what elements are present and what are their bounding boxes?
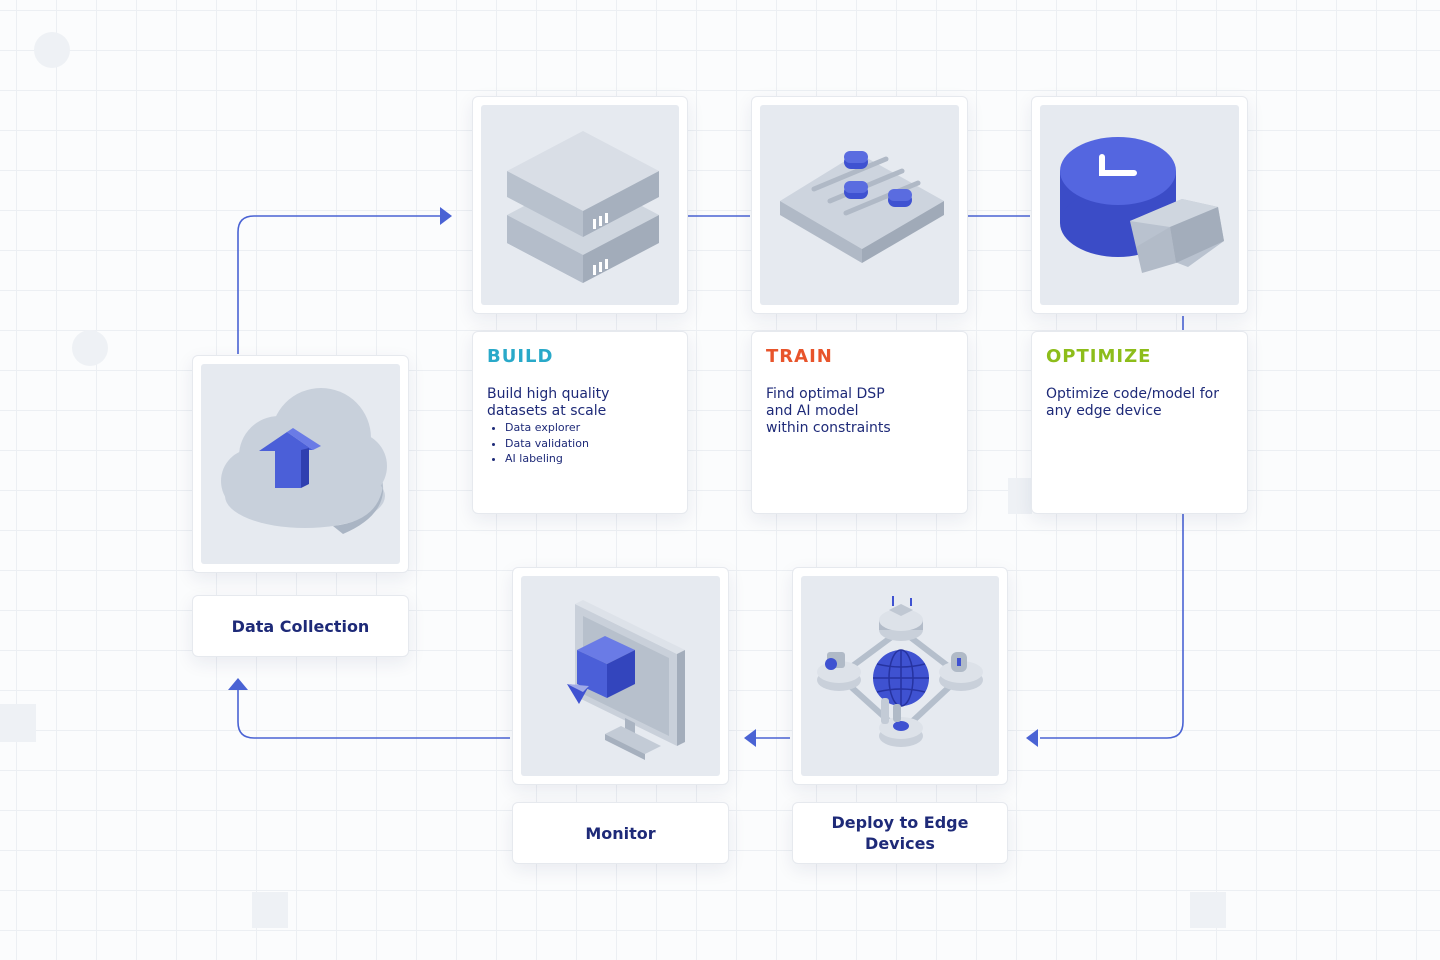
list-item: Data explorer	[505, 420, 589, 436]
data-collection-tile[interactable]	[192, 355, 409, 573]
build-tile[interactable]	[472, 96, 688, 314]
train-tile[interactable]	[751, 96, 968, 314]
step-label-text: Data Collection	[231, 616, 370, 636]
sliders-panel-icon	[780, 151, 944, 263]
monitor-tile[interactable]	[512, 567, 729, 785]
connector-collection-to-build	[237, 215, 444, 354]
connector-lines	[237, 215, 1184, 739]
step-deploy-label[interactable]: Deploy to Edge Devices	[792, 802, 1008, 864]
list-item: Data validation	[505, 436, 589, 452]
background-deco	[34, 32, 70, 68]
background-deco	[72, 330, 108, 366]
optimize-title: OPTIMIZE	[1046, 346, 1152, 367]
arrow-right-icon	[440, 207, 452, 225]
build-feature-list: Data explorer Data validation AI labelin…	[491, 420, 589, 467]
connector-monitor-to-collection	[237, 690, 510, 739]
build-title: BUILD	[487, 346, 554, 367]
background-deco	[1190, 892, 1226, 928]
background-deco	[1008, 478, 1032, 514]
train-description: Find optimal DSP and AI model within con…	[766, 386, 891, 436]
database-stack-icon	[507, 131, 659, 283]
monitor-cube-icon	[567, 600, 685, 760]
optimize-tile[interactable]	[1031, 96, 1248, 314]
build-info-card: BUILD Build high quality datasets at sca…	[472, 331, 688, 514]
deploy-tile[interactable]	[792, 567, 1008, 785]
background-deco	[0, 704, 36, 742]
step-data-collection-label[interactable]: Data Collection	[192, 595, 409, 657]
connector-arrowheads	[228, 207, 1038, 747]
globe-network-icon	[817, 596, 983, 747]
optimize-info-card: OPTIMIZE Optimize code/model for any edg…	[1031, 331, 1248, 514]
arrow-left-icon	[1026, 729, 1038, 747]
step-monitor-label[interactable]: Monitor	[512, 802, 729, 864]
arrow-up-icon	[228, 678, 248, 690]
step-label-text: Monitor	[585, 823, 656, 843]
train-title: TRAIN	[766, 346, 833, 367]
list-item: AI labeling	[505, 451, 589, 467]
clock-gauge-icon	[1060, 137, 1224, 273]
arrow-left-icon	[744, 729, 756, 747]
build-description: Build high quality datasets at scale	[487, 386, 610, 419]
step-label-text: Deploy to Edge Devices	[831, 813, 969, 853]
cloud-upload-icon	[221, 388, 387, 534]
train-info-card: TRAIN Find optimal DSP and AI model with…	[751, 331, 968, 514]
connector-optimize-to-deploy	[1040, 514, 1184, 739]
optimize-description: Optimize code/model for any edge device	[1046, 386, 1219, 419]
background-deco	[252, 892, 288, 928]
